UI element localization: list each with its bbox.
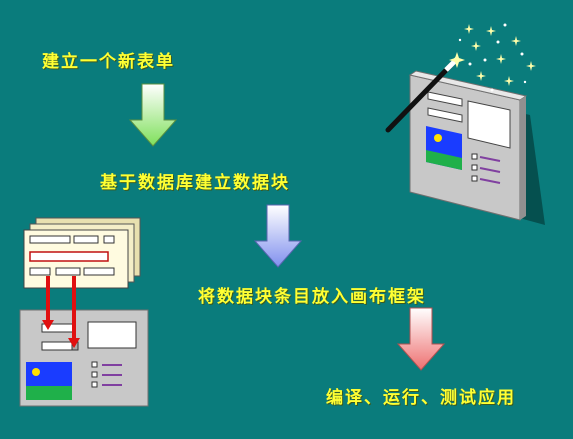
step-2-label: 基于数据库建立数据块 (100, 173, 290, 193)
step-1-label: 建立一个新表单 (42, 52, 175, 72)
flow-arrow-2 (253, 204, 303, 268)
flow-arrow-1 (128, 83, 178, 147)
flow-arrow-3 (396, 307, 446, 371)
step-3-label: 将数据块条目放入画布框架 (198, 287, 426, 307)
form-wizard-illustration (385, 23, 545, 225)
step-4-label: 编译、运行、测试应用 (326, 388, 516, 408)
data-block-illustration (19, 217, 149, 407)
